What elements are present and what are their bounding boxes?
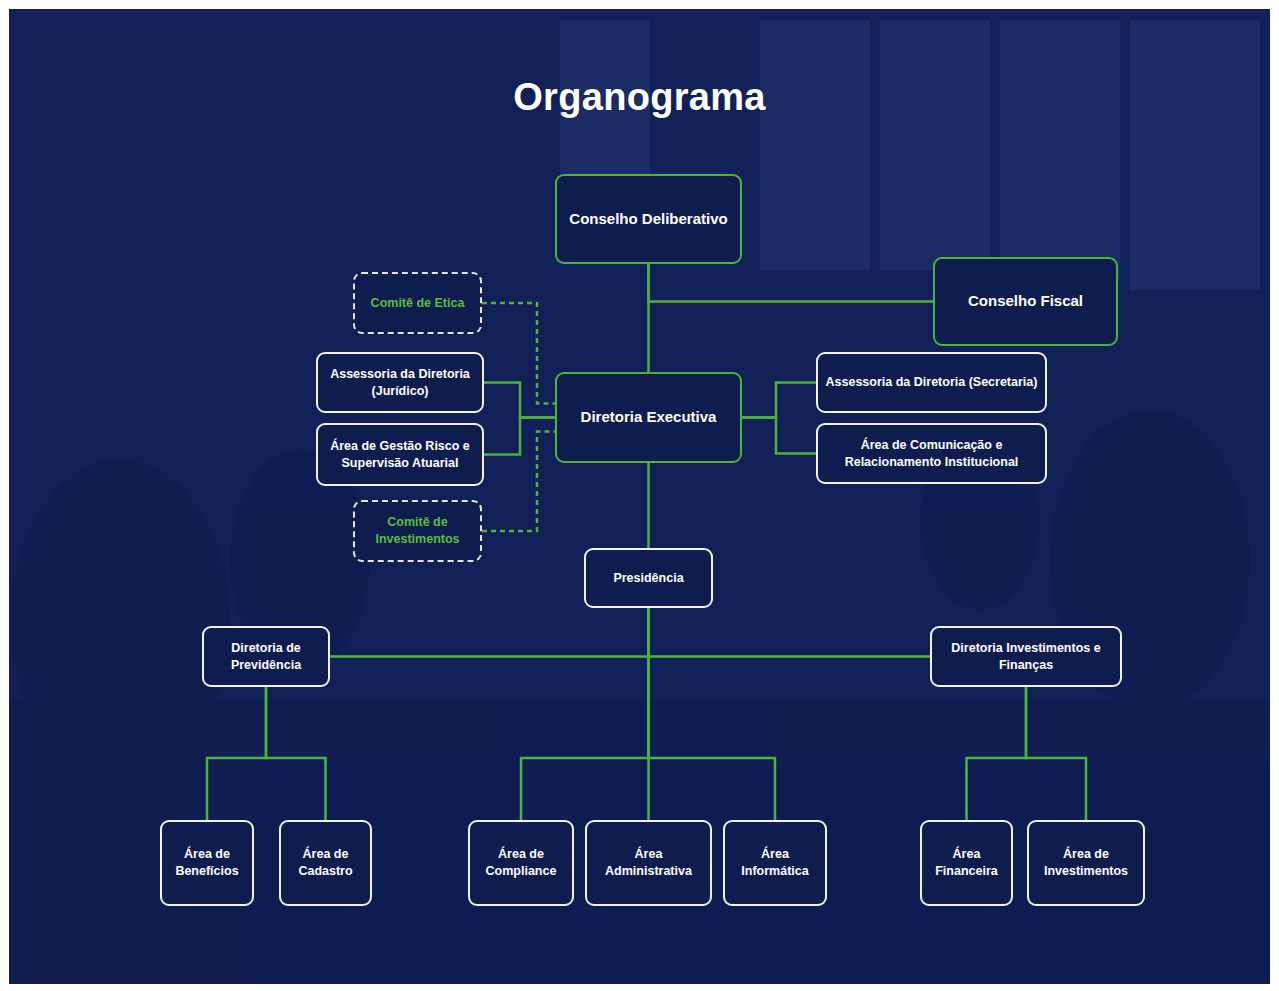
dashed-connector [482,303,555,404]
area-box: Área Informática [723,820,827,906]
node-label: Área de Investimentos [1035,846,1137,880]
org-connector [647,463,650,548]
presidency-box: Presidência [584,548,713,608]
org-connector [649,264,934,302]
org-connector [742,383,816,418]
org-connector [266,687,326,820]
org-connector [330,608,649,657]
node-label: Área de Benefícios [168,846,246,880]
area-box: Área de Compliance [468,820,574,906]
area-box: Área de Investimentos [1027,820,1145,906]
area-box: Área de Comunicação e Relacionamento Ins… [816,423,1047,484]
area-box: Área de Benefícios [160,820,254,906]
node-label: Diretoria de Previdência [210,640,322,674]
node-label: Área de Comunicação e Relacionamento Ins… [824,437,1039,471]
council-box: Conselho Deliberativo [555,174,742,264]
area-box: Área de Gestão Risco e Supervisão Atuari… [316,423,484,486]
directorate-box: Diretoria Investimentos e Finanças [930,626,1122,687]
board-box: Diretoria Executiva [555,372,742,463]
node-label: Comitê de Investimentos [361,514,474,548]
org-connector [649,608,776,820]
node-label: Assessoria da Diretoria (Secretaria) [826,374,1038,391]
node-label: Presidência [613,570,683,587]
advisory-box: Assessoria da Diretoria (Jurídico) [316,352,484,413]
people-silhouettes [9,410,1270,984]
council-box: Conselho Fiscal [933,257,1118,346]
node-label: Comitê de Etica [371,295,465,312]
org-connector [742,418,816,454]
node-label: Diretoria Investimentos e Finanças [938,640,1114,674]
committee-box: Comitê de Etica [353,272,482,334]
node-label: Conselho Deliberativo [569,209,727,229]
node-label: Área Financeira [928,846,1005,880]
org-connector [484,418,555,455]
node-label: Área Informática [731,846,819,880]
node-label: Área de Cadastro [287,846,364,880]
org-connector [521,608,649,820]
node-label: Área Administrativa [593,846,704,880]
org-connector [649,608,931,657]
node-label: Área de Gestão Risco e Supervisão Atuari… [324,438,476,472]
dashed-connector [482,432,555,532]
org-connector [1026,687,1086,820]
area-box: Área Financeira [920,820,1013,906]
advisory-box: Assessoria da Diretoria (Secretaria) [816,352,1047,413]
area-box: Área Administrativa [585,820,712,906]
org-connector [207,687,266,820]
area-box: Área de Cadastro [279,820,372,906]
node-label: Diretoria Executiva [581,407,717,427]
committee-box: Comitê de Investimentos [353,500,482,562]
org-connector [967,687,1027,820]
navy-ground [9,9,1270,984]
node-label: Assessoria da Diretoria (Jurídico) [324,366,476,400]
node-label: Conselho Fiscal [968,291,1083,311]
org-connector [484,383,555,418]
chart-title: Organograma [0,76,1279,119]
directorate-box: Diretoria de Previdência [202,626,330,687]
node-label: Área de Compliance [476,846,566,880]
